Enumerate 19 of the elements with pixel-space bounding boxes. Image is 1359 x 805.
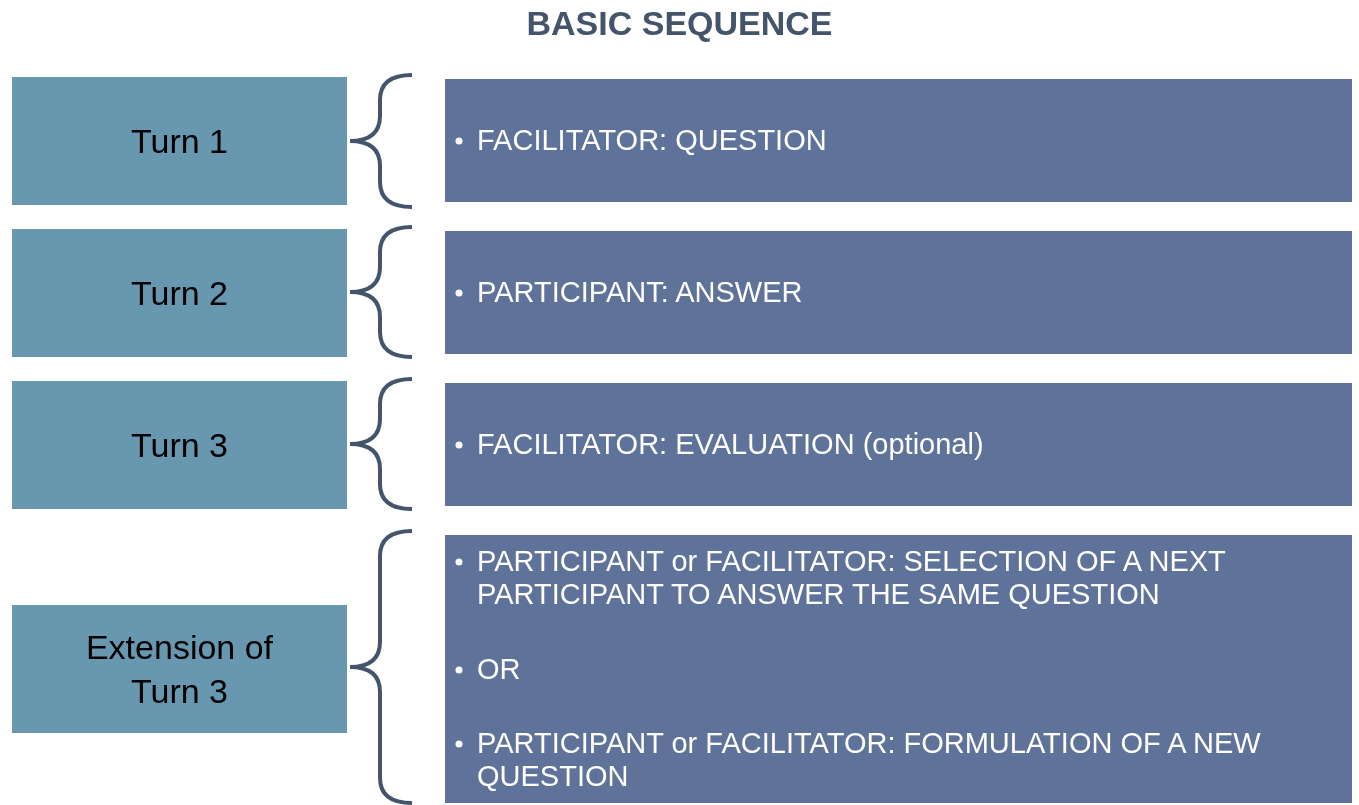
- bullet-text: PARTICIPANT or FACILITATOR: FORMULATION OF A NEW QUESTION: [453, 727, 1332, 793]
- turn-label: Turn 1: [131, 120, 228, 162]
- bullet-text: FACILITATOR: QUESTION: [453, 124, 1332, 157]
- turn-label: Turn 3: [131, 424, 228, 466]
- turn-label: Turn 2: [131, 272, 228, 314]
- content-box: [445, 383, 1352, 506]
- title: BASIC SEQUENCE: [525, 4, 834, 43]
- bullet-text: OR: [453, 652, 1332, 686]
- bullet-text: FACILITATOR: EVALUATION (optional): [453, 428, 1332, 461]
- turn-label: Extension of Turn 3: [84, 626, 275, 712]
- bullet-text: PARTICIPANT: ANSWER: [453, 276, 1332, 309]
- turn-box: [12, 381, 347, 509]
- content-box: [445, 231, 1352, 354]
- content-box: [445, 79, 1352, 202]
- bullet-text: PARTICIPANT or FACILITATOR: SELECTION OF A NEXT PARTICIPANT TO ANSWER THE SAME QUESTION: [453, 545, 1332, 611]
- content-box: [445, 535, 1352, 803]
- turn-box: [12, 229, 347, 357]
- turn-box: [12, 77, 347, 205]
- turn-box: [12, 605, 347, 733]
